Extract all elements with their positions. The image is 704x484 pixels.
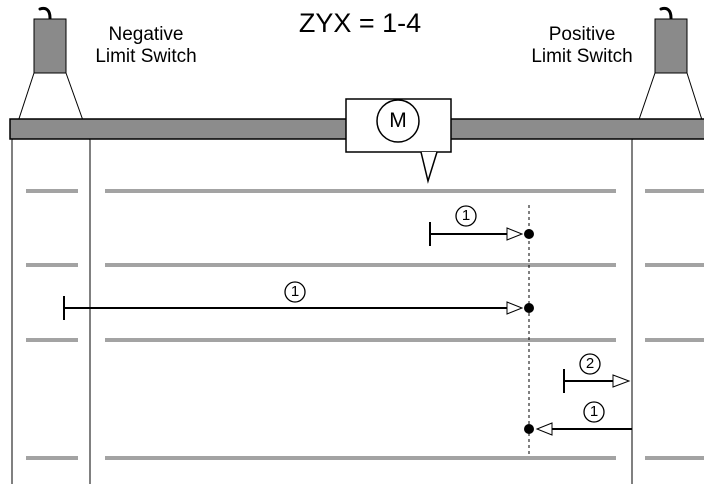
- positive-label-line2: Limit Switch: [531, 46, 633, 67]
- lane-separators: [26, 189, 704, 460]
- motor-label: M: [389, 109, 407, 132]
- movement-4-arrow: [524, 422, 632, 436]
- movement-2-step-number: 1: [290, 283, 300, 300]
- motor-icon: [376, 99, 420, 143]
- movement-2-arrow: [63, 296, 534, 320]
- negative-limit-switch-label: Negative Limit Switch: [76, 24, 216, 68]
- positive-label-line1: Positive: [548, 24, 616, 45]
- motor-carriage: [345, 98, 452, 184]
- movement-1-step-number: 1: [461, 207, 471, 224]
- negative-label-line1: Negative: [108, 24, 184, 45]
- diagram-title: ZYX = 1-4: [298, 8, 422, 38]
- positive-limit-switch-label: Positive Limit Switch: [512, 24, 652, 68]
- movement-3-step-number: 2: [585, 355, 595, 372]
- movement-1-arrow: [429, 222, 534, 246]
- negative-limit-switch-icon: [33, 6, 67, 74]
- positive-limit-switch-icon: [654, 6, 688, 74]
- movement-3-arrow: [563, 369, 631, 393]
- negative-label-line2: Limit Switch: [95, 46, 197, 67]
- step-circles: [284, 205, 605, 423]
- movement-4-step-number: 1: [589, 403, 599, 420]
- carriage-pointer: [420, 151, 438, 184]
